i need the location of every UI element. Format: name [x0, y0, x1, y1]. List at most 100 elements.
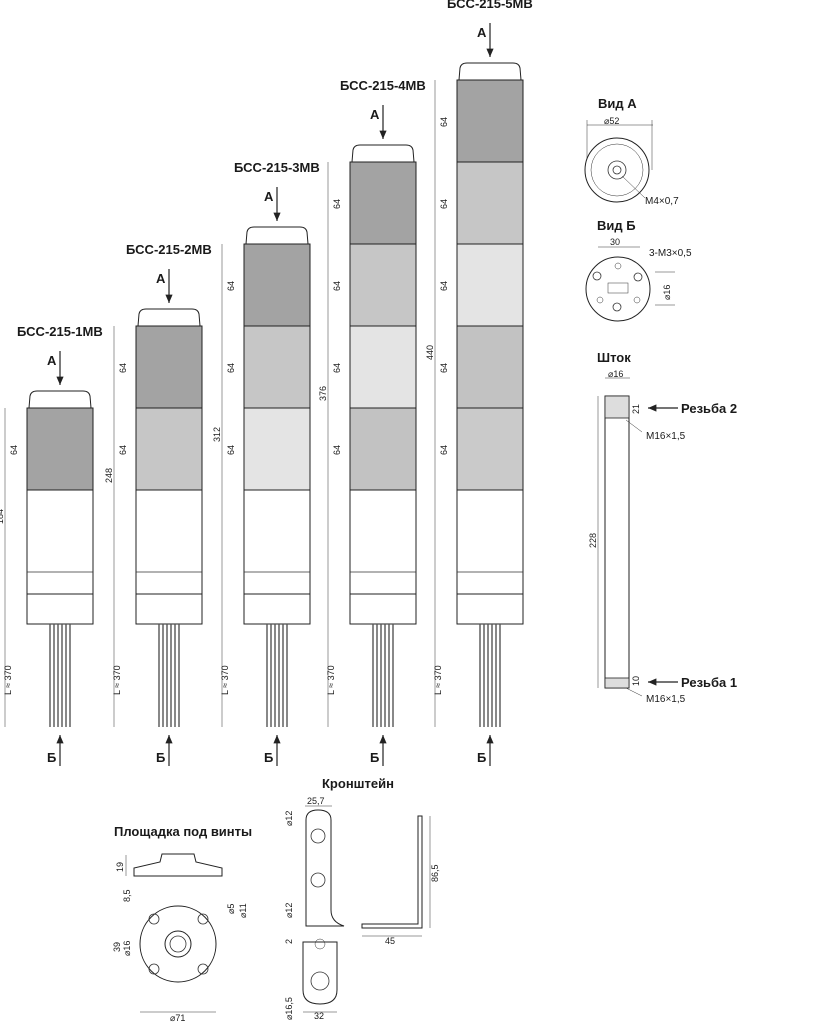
height-dim: 376: [318, 386, 328, 401]
rod-body: [604, 395, 630, 689]
view-a-diameter: ⌀52: [604, 116, 619, 126]
bracket-height: 86,5: [430, 864, 440, 882]
bracket-end-hole: [310, 971, 330, 991]
cable-dim: L ≈ 370: [326, 665, 336, 695]
view-b-connector: [607, 282, 629, 294]
bracket-title: Кронштейн: [322, 776, 394, 791]
view-b-title: Вид Б: [597, 218, 636, 233]
tower-model: БСС-215-3МВ: [234, 160, 320, 175]
view-a-label: А: [264, 189, 274, 204]
height-dim: 312: [212, 427, 222, 442]
segment-dim: 64: [9, 445, 19, 455]
bracket-hole-upper-dim: ⌀12: [284, 811, 294, 826]
segment-dim: 64: [439, 117, 449, 127]
bracket-end-tab: [302, 941, 338, 1005]
light-segment: [243, 407, 311, 491]
view-b-label: Б: [477, 750, 486, 765]
bracket-front-plate: [305, 809, 345, 927]
rod-thread-1: [604, 677, 630, 689]
view-b-width: 30: [610, 237, 620, 247]
light-segment: [349, 161, 417, 245]
pad-center-hole-dim: ⌀16: [122, 941, 132, 956]
view-a-title: Вид А: [598, 96, 637, 111]
tower-model: БСС-215-4МВ: [340, 78, 426, 93]
pad-diameter: ⌀71: [170, 1013, 185, 1023]
segment-dim: 64: [439, 363, 449, 373]
tower-model: БСС-215-1МВ: [17, 324, 103, 339]
pad-screw-hole-4: [197, 963, 209, 975]
cable-dim: L ≈ 370: [112, 665, 122, 695]
bracket-hole-lower-dim: ⌀12: [284, 903, 294, 918]
light-segment: [456, 325, 524, 409]
light-segment: [243, 325, 311, 409]
pad-center-hole: [169, 935, 187, 953]
light-segment: [243, 243, 311, 327]
view-b-label: Б: [370, 750, 379, 765]
view-a-label: А: [47, 353, 57, 368]
segment-dim: 64: [118, 363, 128, 373]
height-dim: 440: [425, 345, 435, 360]
rod-spec-bottom: М16×1,5: [646, 694, 686, 705]
segment-dim: 64: [332, 281, 342, 291]
view-b-label: Б: [47, 750, 56, 765]
rod-thread-top-len: 21: [631, 404, 641, 414]
tower-base: [456, 489, 524, 625]
light-segment: [135, 407, 203, 491]
rod: Шток ⌀16 228 21 10 Резьба 2 Резьба 1 М16…: [588, 350, 737, 705]
bracket-hole-upper: [310, 828, 326, 844]
rod-thread-bottom-len: 10: [631, 676, 641, 686]
cable-dim: L ≈ 370: [3, 665, 13, 695]
view-a-label: А: [156, 271, 166, 286]
pad-hole-small: ⌀5: [226, 904, 236, 914]
view-b-label: Б: [264, 750, 273, 765]
view-a-screw-head: [607, 160, 627, 180]
light-segment: [456, 407, 524, 491]
segment-dim: 64: [118, 445, 128, 455]
bracket-side-l: [361, 815, 423, 929]
bracket: Кронштейн 25,7 ⌀12 ⌀12 2 86,5 45 32 ⌀16,…: [284, 776, 440, 1021]
view-b: Вид Б 30 3-М3×0,5 ⌀16: [585, 218, 692, 322]
mounting-pad: Площадка под винты 19 8,5 ⌀5 ⌀11 39 ⌀16 …: [112, 824, 252, 1023]
rod-thread-2-label: Резьба 2: [681, 401, 737, 416]
view-a: Вид А ⌀52 М4×0,7: [584, 96, 679, 207]
view-b-outer-circle: [585, 256, 651, 322]
pad-screw-hole-1: [148, 913, 160, 925]
light-segment: [456, 243, 524, 327]
pad-screw-hole-3: [148, 963, 160, 975]
light-segment: [26, 407, 94, 491]
pad-hole-mid: ⌀11: [238, 903, 248, 918]
segment-dim: 64: [332, 445, 342, 455]
view-b-diameter: ⌀16: [662, 285, 672, 300]
view-b-hole-1: [592, 271, 602, 281]
pad-side-view: [133, 853, 223, 877]
segment-dim: 64: [332, 199, 342, 209]
view-b-pin-1: [614, 262, 622, 270]
cable-dim: L ≈ 370: [220, 665, 230, 695]
pad-center-ring: [164, 930, 192, 958]
view-b-screws: 3-М3×0,5: [649, 248, 692, 259]
view-a-label: А: [370, 107, 380, 122]
bracket-end-hole-dim: ⌀16,5: [284, 997, 294, 1020]
pad-base: 8,5: [122, 889, 132, 902]
tower-cap: [351, 144, 415, 163]
view-a-outer-circle: [584, 137, 650, 203]
pad-center-dim: 39: [112, 942, 122, 952]
bracket-gap: 2: [284, 939, 294, 944]
tower-base: [349, 489, 417, 625]
view-b-label: Б: [156, 750, 165, 765]
height-dim: 248: [104, 468, 114, 483]
pad-screw-hole-2: [197, 913, 209, 925]
cable-dim: L ≈ 370: [433, 665, 443, 695]
view-a-screw-spec: М4×0,7: [645, 196, 679, 207]
light-segment: [349, 243, 417, 327]
rod-length: 228: [588, 533, 598, 548]
tower-cap: [245, 226, 309, 245]
tower-base: [243, 489, 311, 625]
rod-thread-1-label: Резьба 1: [681, 675, 737, 690]
segment-dim: 64: [226, 445, 236, 455]
segment-dim: 64: [439, 281, 449, 291]
